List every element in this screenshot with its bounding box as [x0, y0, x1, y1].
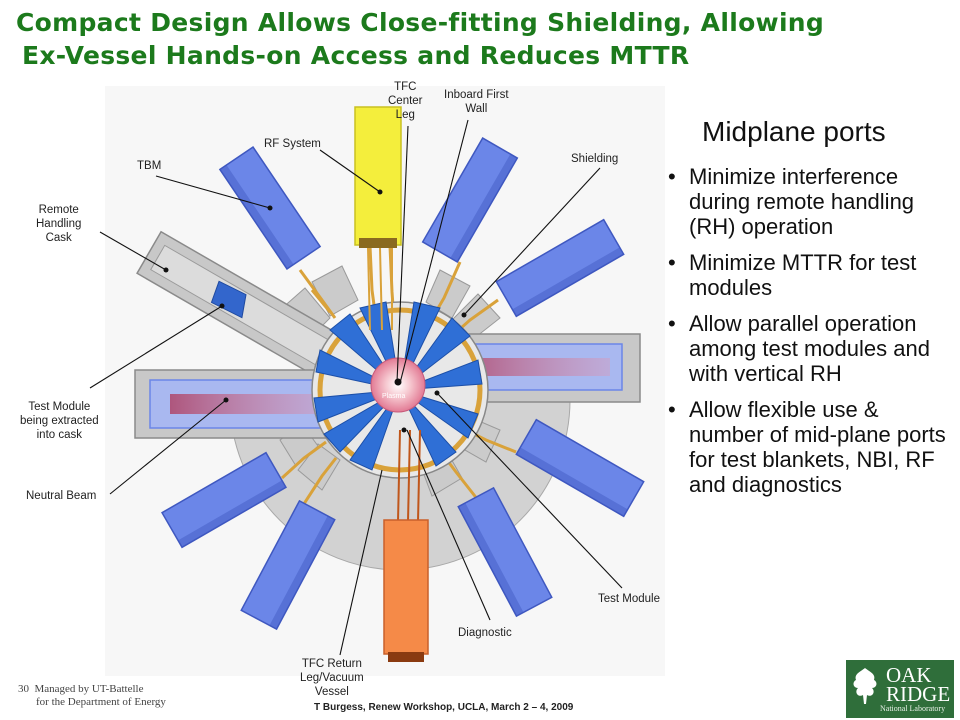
label-rf-system: RF System [264, 138, 321, 150]
bullet-dot: • [668, 397, 676, 422]
bullet-dot: • [668, 250, 676, 275]
label-test-module: Test Module [598, 593, 661, 605]
leader-dots [163, 189, 467, 433]
leader-test-module [436, 392, 623, 589]
port-lower-left [240, 499, 336, 631]
label-tfc-center-leg: TFC Center Leg [388, 81, 423, 121]
midplane-ports-heading: Midplane ports [702, 116, 886, 147]
label-tfc-return-leg: TFC Return Leg/Vacuum Vessel [300, 658, 364, 698]
radial-ports [161, 137, 645, 631]
test-module-in-cask [210, 280, 247, 319]
bullet-item: •Minimize MTTR for test modules [668, 250, 917, 300]
port-upper-right [421, 137, 519, 263]
ornl-logo: OAK RIDGE National Laboratory [846, 660, 954, 718]
bullet-dot: • [668, 311, 676, 336]
footer-citation: T Burgess, Renew Workshop, UCLA, March 2… [314, 702, 574, 713]
leader-remote-handling-cask [99, 231, 167, 271]
label-diagnostic: Diagnostic [458, 627, 512, 639]
leader-tfc-return-leg [339, 469, 383, 656]
center-leg-marker [394, 378, 402, 386]
bullet-dot: • [668, 164, 676, 189]
label-tbm: TBM [137, 160, 162, 172]
footer-managed-by: 30 Managed by UT-Battelle for the Depart… [18, 683, 166, 709]
oak-leaf-icon [853, 668, 877, 704]
managed-line-2: for the Department of Energy [36, 696, 166, 708]
label-inboard-first-wall: Inboard First Wall [444, 89, 509, 115]
bullet-item: •Allow flexible use & number of mid-plan… [668, 397, 946, 497]
bullet-item: •Allow parallel operation among test mod… [668, 311, 930, 386]
leader-tbm [155, 175, 271, 209]
port-right-upper [495, 218, 625, 318]
tfc-return-leg [383, 429, 429, 662]
port-lower-right [457, 486, 553, 618]
page-number: 30 [18, 683, 29, 695]
midplane-ports-bullets: •Minimize interference during remote han… [668, 164, 954, 508]
label-test-module-extracted: Test Module being extracted into cask [20, 401, 99, 441]
leader-shielding [463, 167, 601, 316]
label-neutral-beam: Neutral Beam [26, 490, 97, 502]
reactor-cutaway-diagram: Plasma [89, 86, 665, 676]
logo-line-1: OAK [886, 663, 932, 687]
leader-tfc-center-leg [396, 125, 409, 383]
leader-lines [89, 119, 623, 656]
port-test-module-lower-right [515, 418, 645, 518]
port-left-lower [161, 451, 287, 549]
logo-line-3: National Laboratory [880, 704, 946, 713]
leader-diagnostic [406, 429, 491, 621]
bullet-item: •Minimize interference during remote han… [668, 164, 915, 239]
slide-title: Compact Design Allows Close-fitting Shie… [16, 6, 946, 72]
neutral-beam-port [134, 369, 331, 439]
managed-line-1: Managed by UT-Battelle [34, 683, 144, 695]
label-remote-handling-cask: Remote Handling Cask [36, 204, 82, 244]
tfc-center-leg [354, 106, 402, 331]
title-line-1: Compact Design Allows Close-fitting Shie… [16, 8, 825, 37]
leader-neutral-beam [109, 399, 227, 495]
remote-handling-cask [136, 230, 344, 380]
logo-line-2: RIDGE [886, 682, 951, 706]
leader-inboard-first-wall [399, 119, 469, 384]
title-line-2: Ex-Vessel Hands-on Access and Reduces MT… [22, 41, 690, 70]
plasma-label: Plasma [382, 393, 405, 400]
label-shielding: Shielding [571, 153, 619, 165]
leader-rf-system [319, 149, 381, 193]
leader-test-module-extracted [89, 305, 223, 389]
